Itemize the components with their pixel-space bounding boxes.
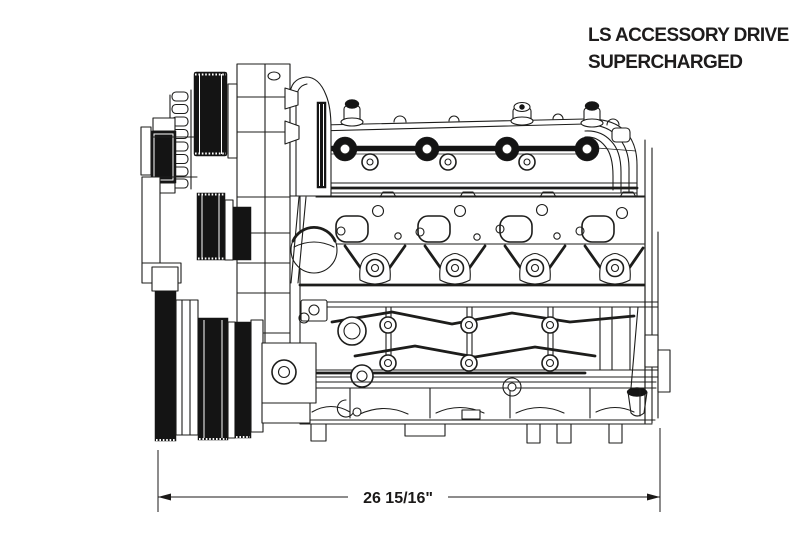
head-bosses — [343, 244, 645, 285]
block-windage-rib-upper — [330, 310, 636, 326]
dimension-line: 26 15/16" — [157, 428, 661, 512]
title-line-2: SUPERCHARGED — [588, 52, 743, 73]
drawing-title: LS ACCESSORY DRIVE SUPERCHARGED — [588, 22, 789, 76]
pan-verticals — [349, 387, 641, 419]
valve-cover — [314, 99, 639, 197]
valve-cover-flange-lines — [315, 182, 638, 194]
head-bolt-holes — [336, 203, 629, 241]
fuel-rail — [329, 136, 637, 171]
rear-flange-boss — [644, 334, 671, 393]
exhaust-ports — [335, 215, 615, 243]
accessory-drive — [140, 63, 332, 442]
valve-cover-bolts — [340, 99, 631, 143]
tensioner-bracket — [261, 312, 317, 424]
crankshaft-pulley — [151, 266, 264, 442]
fuel-rail-fittings — [332, 136, 600, 162]
title-line-1: LS ACCESSORY DRIVE — [588, 25, 789, 46]
block-top-rails — [299, 301, 659, 308]
engine-drawing — [140, 63, 671, 444]
head-front-struts — [290, 196, 307, 284]
dipstick-and-drain — [626, 306, 648, 417]
block-bolt-bosses — [379, 316, 559, 372]
pan-bottom-lines — [299, 419, 656, 425]
supercharger-snout — [284, 76, 332, 197]
water-pump-opening — [290, 225, 338, 274]
extension-lines — [157, 428, 661, 512]
pan-feet — [310, 423, 623, 444]
head-top-tabs — [379, 191, 637, 198]
pan-fittings — [336, 377, 522, 420]
dimension-label: 26 15/16" — [363, 490, 433, 507]
pan-scallops — [311, 405, 635, 415]
pan-rails — [299, 381, 657, 389]
dimension-arrow-left — [158, 493, 171, 501]
idler-pulley — [140, 117, 198, 194]
injector-bosses — [361, 153, 536, 171]
supercharger-drive-pulley — [193, 71, 238, 159]
dimension-arrow-right — [647, 493, 660, 501]
block-vertical-ribs — [385, 306, 631, 371]
engine-rear-face — [644, 139, 659, 424]
cylinder-head — [290, 191, 646, 287]
middle-pulleys — [196, 192, 252, 261]
oil-pan — [299, 377, 657, 444]
